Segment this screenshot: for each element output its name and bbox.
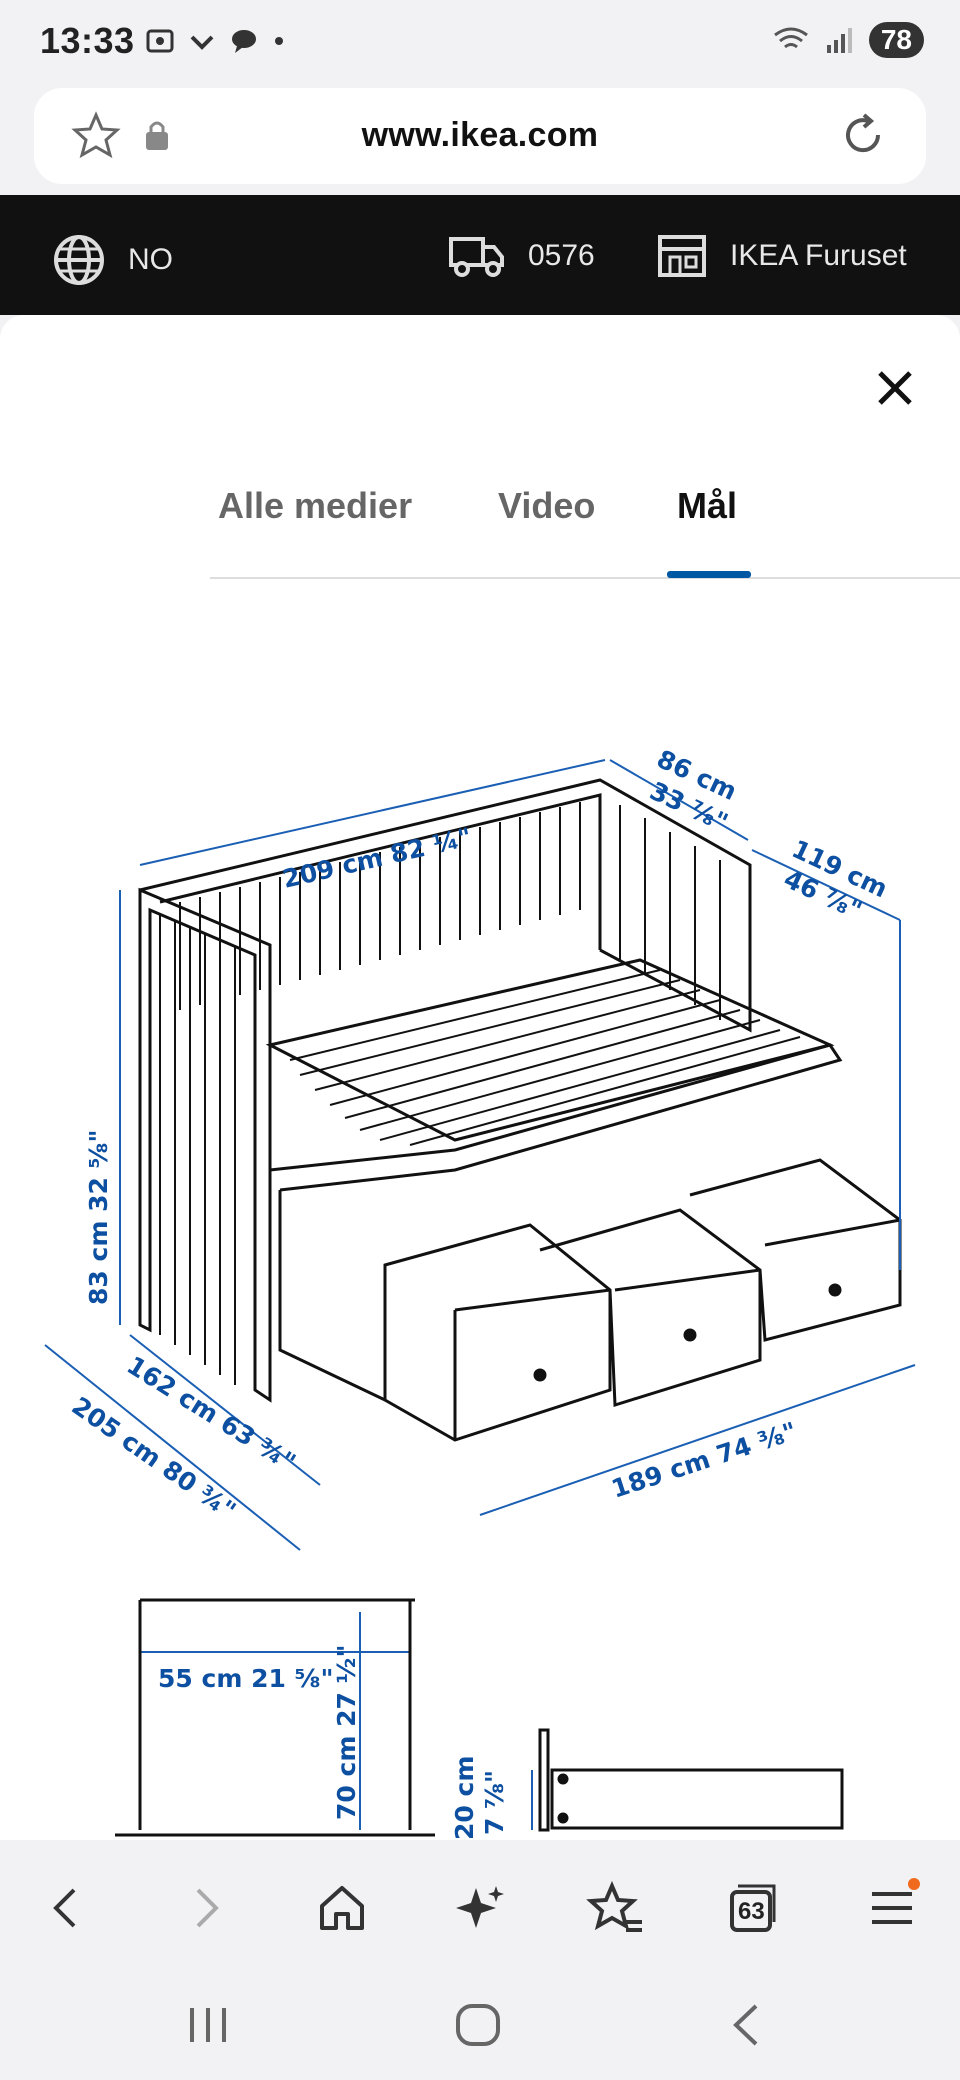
menu-button[interactable] [862,1878,922,1938]
tab-divider [210,577,960,579]
tab-mal[interactable]: Mål [677,485,738,526]
lock-icon [146,121,168,150]
system-back-icon[interactable] [722,1998,772,2052]
chevron-check-icon [190,35,214,50]
signal-icon [826,28,852,53]
recent-apps-icon[interactable] [180,2000,236,2050]
dot-icon [275,37,283,45]
tabs-button[interactable]: 63 [722,1878,782,1938]
close-icon[interactable] [870,363,920,413]
back-icon[interactable] [36,1878,96,1938]
reload-icon[interactable] [838,110,888,160]
home-icon[interactable] [312,1878,372,1938]
bookmark-star-icon[interactable] [586,1878,646,1938]
wifi-icon [773,27,808,49]
media-modal: Alle medier Video Mål [0,315,960,1840]
dim-height: 83 cm 32 ⅝" [84,1130,113,1305]
menu-icon [872,1878,920,1924]
url-text[interactable]: www.ikea.com [361,116,599,154]
notification-icons [145,26,285,56]
dim-drawer-height: 20 cm [450,1756,479,1840]
country-code: NO [128,243,173,276]
ikea-header: NO 0576 IKEA Furuset [0,195,960,315]
dimension-lines [44,759,916,1830]
dimension-drawing: 209 cm 82 ¼" 86 cm 33 ⅞" 119 cm 46 ⅞" 83… [44,744,916,1840]
tab-alle-medier[interactable]: Alle medier [218,485,413,526]
status-bar: 13:33 78 [0,0,960,88]
drawer-section-illustration [538,1728,844,1832]
active-tab-indicator [667,571,751,578]
store-selector[interactable]: IKEA Furuset [656,233,907,279]
postcode: 0576 [528,239,595,272]
status-right: 78 [771,22,924,58]
battery-level: 78 [868,22,924,58]
status-time: 13:33 [40,20,135,61]
chat-icon [232,30,256,53]
tabs-icon [730,1884,776,1932]
browser-toolbar: 63 [0,1840,960,1970]
tabs-count: 63 [738,1898,765,1925]
dim-seat-depth: 55 cm 21 ⅝" [158,1664,333,1693]
truck-icon [449,237,504,277]
home-button-icon[interactable] [450,1998,506,2052]
screenshot-icon [146,29,174,53]
dim-seat-height: 70 cm 27 ½" [332,1645,361,1820]
globe-icon [54,235,104,285]
country-selector[interactable]: NO [52,233,173,287]
star-icon[interactable] [70,110,122,162]
dim-drawer-height-in: 7 ⅞" [480,1770,509,1835]
media-tabs: Alle medier Video Mål [0,485,960,565]
store-name: IKEA Furuset [730,239,907,272]
tab-video[interactable]: Video [498,485,596,526]
store-icon [658,235,706,277]
daybed-illustration [138,778,902,1442]
address-bar[interactable]: www.ikea.com [34,88,926,184]
forward-icon[interactable] [176,1878,236,1938]
delivery-postcode[interactable]: 0576 [448,233,595,279]
sparkle-icon[interactable] [450,1878,510,1938]
seat-section-illustration [115,1598,435,1837]
system-navigation [0,1970,960,2080]
